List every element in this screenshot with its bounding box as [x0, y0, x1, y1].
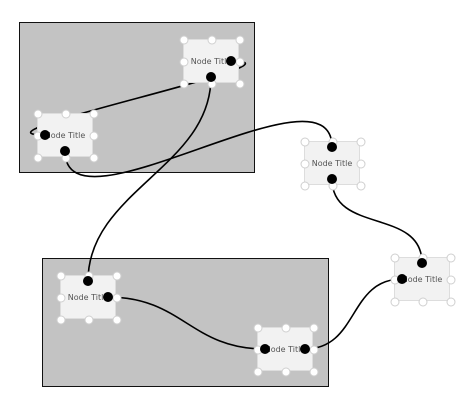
- resize-handle[interactable]: [356, 159, 366, 169]
- resize-handle[interactable]: [207, 35, 217, 45]
- connection-edge[interactable]: [304, 278, 403, 350]
- resize-handle[interactable]: [253, 367, 263, 377]
- resize-handle[interactable]: [33, 153, 43, 163]
- resize-handle[interactable]: [179, 79, 189, 89]
- resize-handle[interactable]: [84, 315, 94, 325]
- connection-port[interactable]: [83, 276, 93, 286]
- resize-handle[interactable]: [446, 297, 456, 307]
- node-title: Node Title: [67, 292, 109, 302]
- resize-handle[interactable]: [309, 345, 319, 355]
- resize-handle[interactable]: [56, 315, 66, 325]
- connection-port[interactable]: [300, 344, 310, 354]
- connection-port[interactable]: [60, 146, 70, 156]
- resize-handle[interactable]: [253, 323, 263, 333]
- connection-edge[interactable]: [64, 120, 333, 178]
- resize-handle[interactable]: [89, 131, 99, 141]
- connection-port[interactable]: [103, 292, 113, 302]
- connection-edge[interactable]: [87, 76, 212, 282]
- connection-port[interactable]: [206, 72, 216, 82]
- resize-handle[interactable]: [418, 297, 428, 307]
- resize-handle[interactable]: [33, 109, 43, 119]
- connection-port[interactable]: [417, 258, 427, 268]
- resize-handle[interactable]: [56, 293, 66, 303]
- resize-handle[interactable]: [281, 323, 291, 333]
- resize-handle[interactable]: [309, 323, 319, 333]
- resize-handle[interactable]: [56, 271, 66, 281]
- resize-handle[interactable]: [89, 153, 99, 163]
- connection-port[interactable]: [260, 344, 270, 354]
- resize-handle[interactable]: [300, 159, 310, 169]
- resize-handle[interactable]: [281, 367, 291, 377]
- node-title: Node Title: [401, 274, 443, 284]
- resize-handle[interactable]: [300, 137, 310, 147]
- connection-port[interactable]: [327, 142, 337, 152]
- connection-port[interactable]: [327, 174, 337, 184]
- resize-handle[interactable]: [112, 271, 122, 281]
- resize-handle[interactable]: [446, 275, 456, 285]
- resize-handle[interactable]: [309, 367, 319, 377]
- resize-handle[interactable]: [235, 79, 245, 89]
- connection-port[interactable]: [226, 56, 236, 66]
- node-title: Node Title: [311, 158, 353, 168]
- resize-handle[interactable]: [390, 297, 400, 307]
- resize-handle[interactable]: [112, 293, 122, 303]
- resize-handle[interactable]: [446, 253, 456, 263]
- connection-port[interactable]: [40, 130, 50, 140]
- resize-handle[interactable]: [390, 253, 400, 263]
- connection-edge[interactable]: [107, 296, 266, 350]
- node-title: Node Title: [190, 56, 232, 66]
- node-2[interactable]: Node Title: [179, 35, 245, 89]
- resize-handle[interactable]: [235, 57, 245, 67]
- resize-handle[interactable]: [89, 109, 99, 119]
- resize-handle[interactable]: [179, 35, 189, 45]
- connection-port[interactable]: [397, 274, 407, 284]
- connection-edge[interactable]: [331, 178, 423, 264]
- resize-handle[interactable]: [179, 57, 189, 67]
- node-title: Node Title: [44, 130, 86, 140]
- resize-handle[interactable]: [235, 35, 245, 45]
- resize-handle[interactable]: [356, 137, 366, 147]
- resize-handle[interactable]: [61, 109, 71, 119]
- resize-handle[interactable]: [112, 315, 122, 325]
- resize-handle[interactable]: [356, 181, 366, 191]
- resize-handle[interactable]: [300, 181, 310, 191]
- connection-edge[interactable]: [30, 60, 246, 136]
- node-title: Node Title: [264, 344, 306, 354]
